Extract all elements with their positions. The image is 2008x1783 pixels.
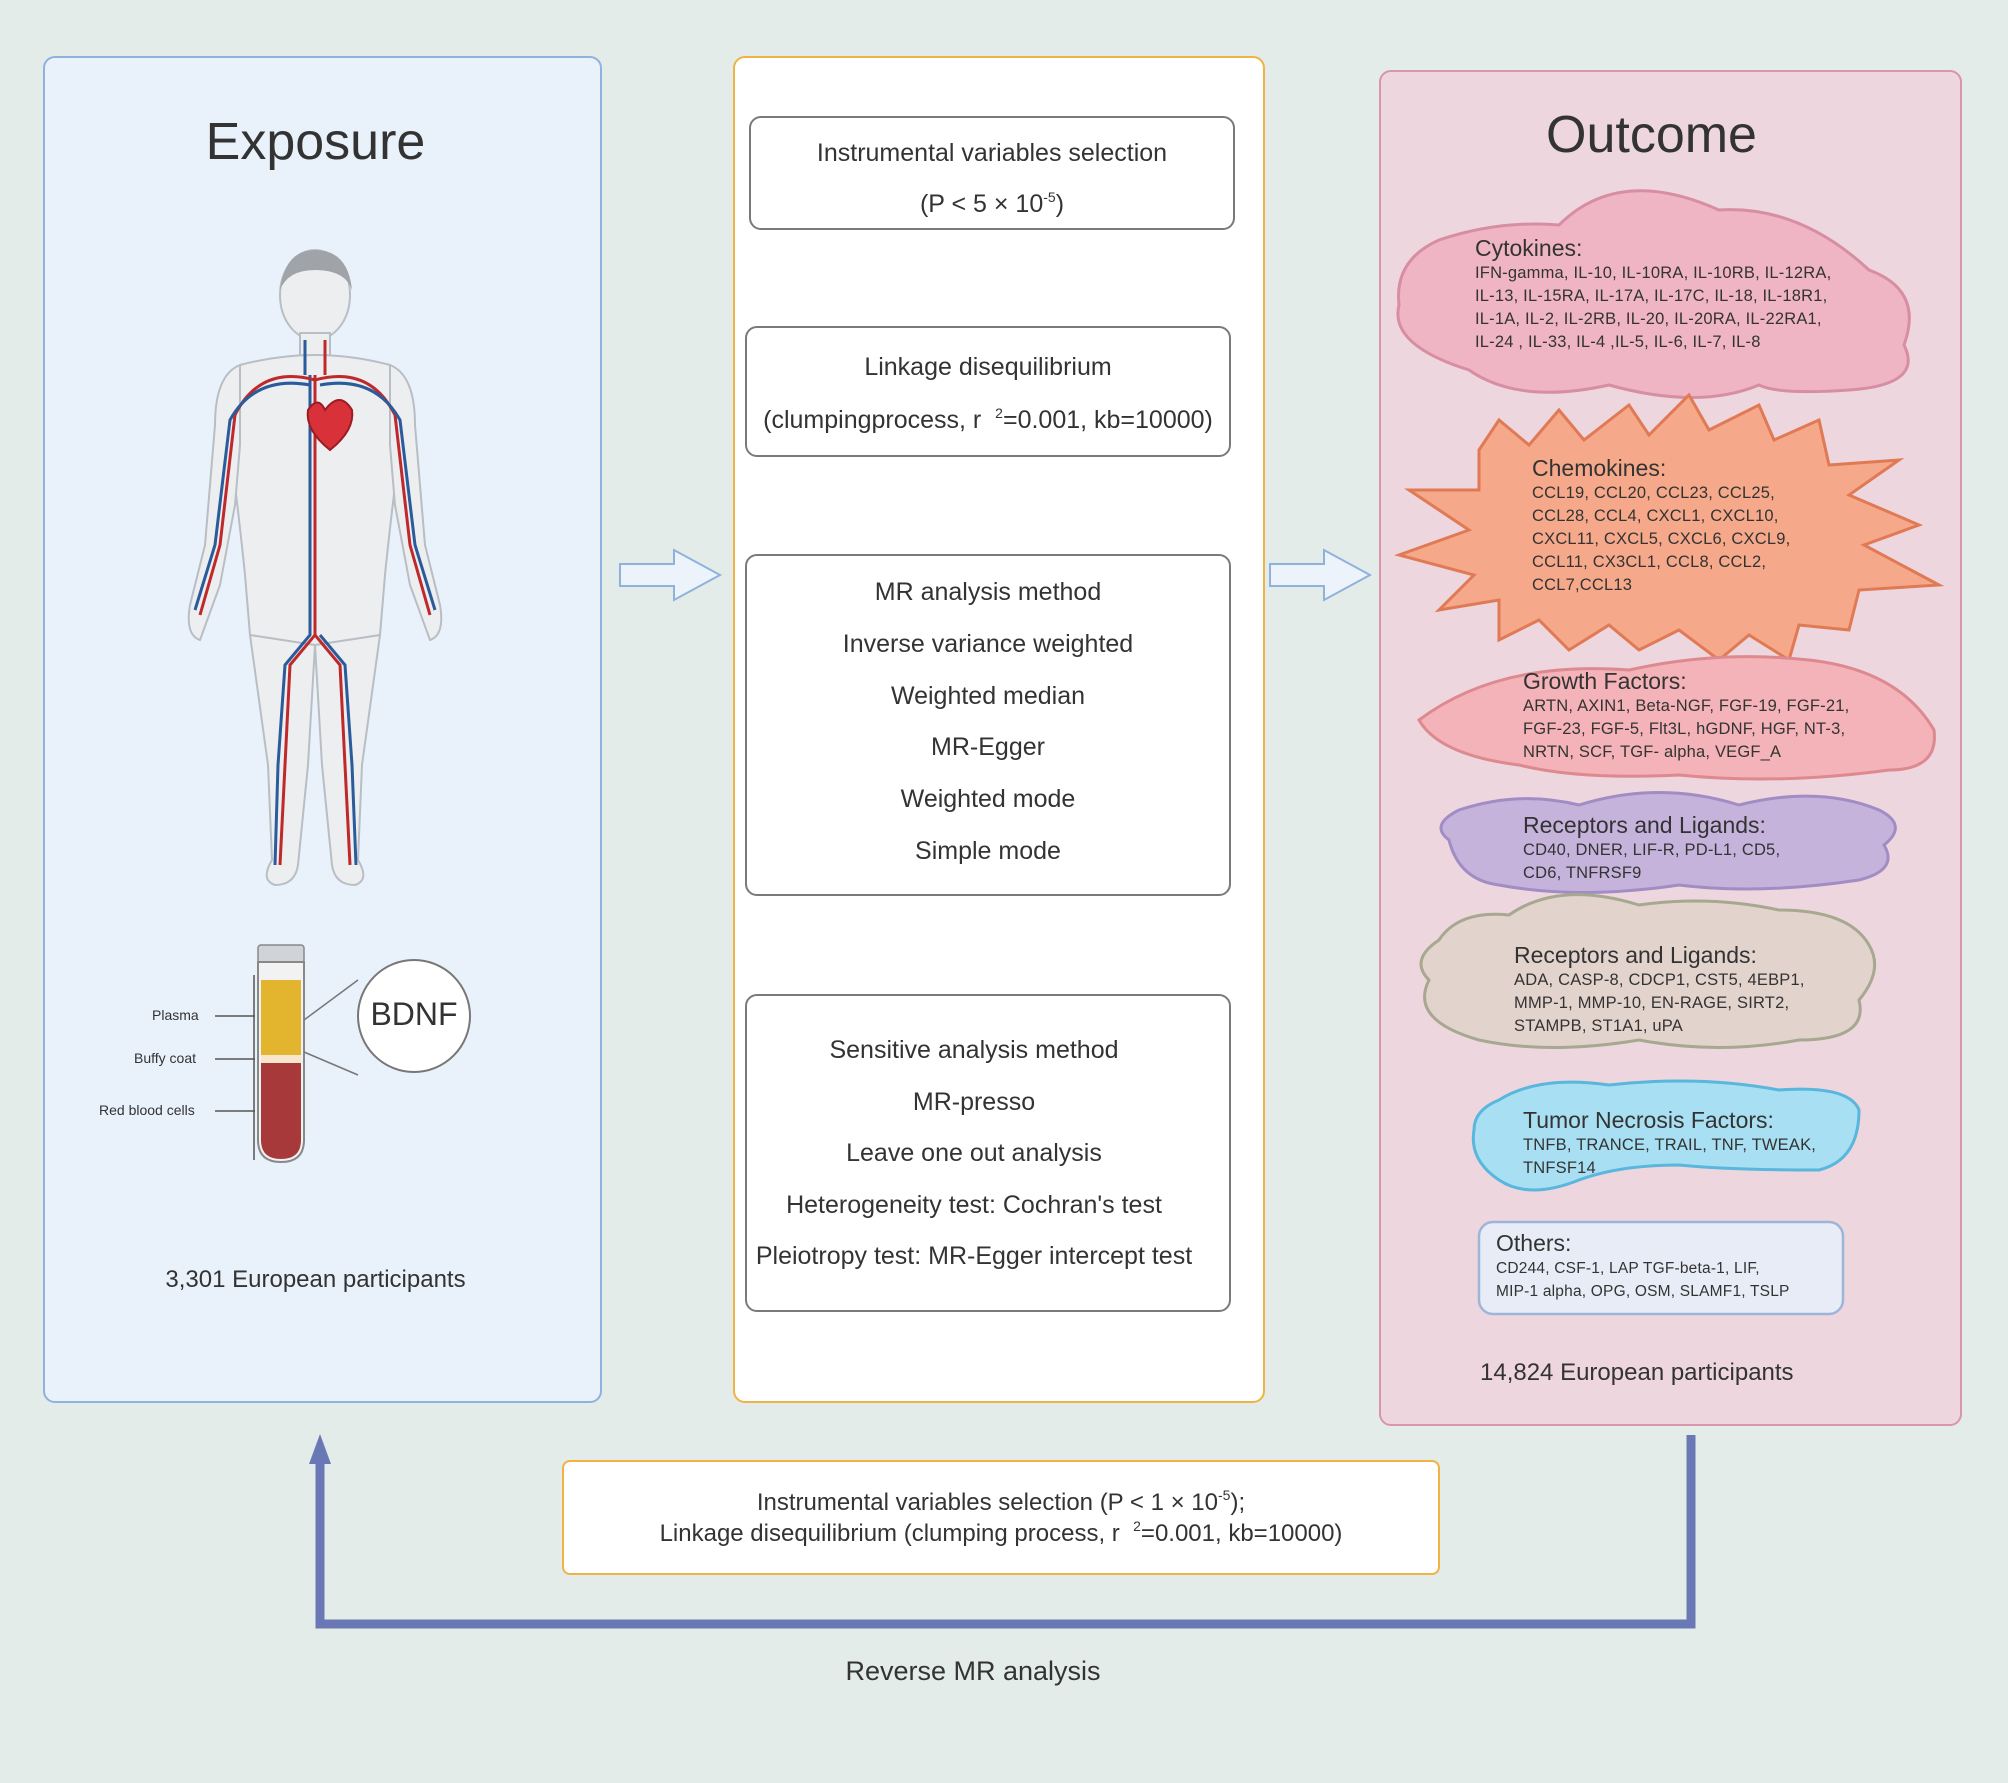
others-line: CD244, CSF-1, LAP TGF-beta-1, LIF,	[1496, 1260, 1760, 1277]
arrow-right-icon	[1269, 548, 1373, 602]
mr-method-item: Weighted median	[890, 682, 1086, 710]
tube-label-buffy-coat: Buffy coat	[134, 1050, 197, 1066]
ld-title: Linkage disequilibrium	[864, 353, 1112, 381]
tnf-group: Tumor Necrosis Factors: TNFB, TRANCE, TR…	[1523, 1107, 1816, 1180]
receptors-ligands-2-group: Receptors and Ligands: ADA, CASP-8, CDCP…	[1514, 942, 1805, 1038]
receptors-ligands-blob-2	[1419, 893, 1877, 1049]
sensitivity-item: Pleiotropy test: MR-Egger intercept test	[755, 1242, 1193, 1270]
others-heading: Others:	[1496, 1230, 1572, 1256]
cytokines-blob	[1396, 189, 1911, 399]
chemokines-blob	[1393, 392, 1945, 663]
tube-label-plasma: Plasma	[152, 1007, 199, 1023]
tube-label-red-blood-cells: Red blood cells	[99, 1102, 195, 1118]
tnf-line: TNFB, TRANCE, TRAIL, TNF, TWEAK,	[1523, 1136, 1817, 1154]
exposure-participants: 3,301 European participants	[165, 1266, 466, 1293]
receptors-ligands-2-line: STAMPB, ST1A1, uPA	[1514, 1017, 1683, 1035]
linkage-disequilibrium-box: Linkage disequilibrium (clumpingprocess,…	[745, 326, 1231, 457]
mr-method-item: MR-Egger	[931, 733, 1045, 761]
reverse-iv-line: Instrumental variables selection (P < 1 …	[756, 1487, 1246, 1516]
receptors-ligands-group: Receptors and Ligands: CD40, DNER, LIF-R…	[1523, 812, 1780, 885]
receptors-ligands-2-line: ADA, CASP-8, CDCP1, CST5, 4EBP1,	[1514, 971, 1805, 989]
growth-factors-line: NRTN, SCF, TGF- alpha, VEGF_A	[1523, 743, 1782, 761]
sensitivity-analysis-box: Sensitive analysis method MR-presso Leav…	[745, 994, 1231, 1312]
mr-method-item: Inverse variance weighted	[842, 630, 1134, 658]
sensitivity-title: Sensitive analysis method	[829, 1036, 1119, 1064]
iv-selection-title: Instrumental variables selection	[816, 139, 1168, 167]
cytokines-line: IFN-gamma, IL-10, IL-10RA, IL-10RB, IL-1…	[1475, 264, 1832, 282]
chemokines-line: CXCL11, CXCL5, CXCL6, CXCL9,	[1532, 530, 1791, 548]
chemokines-line: CCL7,CCL13	[1532, 576, 1633, 594]
receptors-ligands-2-heading: Receptors and Ligands:	[1514, 942, 1757, 968]
cytokines-group: Cytokines: IFN-gamma, IL-10, IL-10RA, IL…	[1475, 235, 1831, 354]
chemokines-line: CCL28, CCL4, CXCL1, CXCL10,	[1532, 507, 1779, 525]
mr-analysis-title: MR analysis method	[874, 578, 1102, 606]
mr-analysis-box: MR analysis method Inverse variance weig…	[745, 554, 1231, 896]
blood-tube-illustration	[215, 944, 471, 1164]
receptors-ligands-blob	[1439, 791, 1897, 894]
chemokines-line: CCL11, CX3CL1, CCL8, CCL2,	[1532, 553, 1767, 571]
arrow-right-icon	[619, 548, 723, 602]
chemokines-group: Chemokines: CCL19, CCL20, CCL23, CCL25, …	[1532, 455, 1790, 597]
outcome-participants: 14,824 European participants	[1480, 1359, 1794, 1386]
tnf-line: TNFSF14	[1523, 1159, 1596, 1177]
sensitivity-item: Heterogeneity test: Cochran's test	[786, 1191, 1162, 1219]
iv-selection-threshold: (P < 5 × 10-5)	[919, 189, 1065, 218]
mr-method-item: Simple mode	[915, 837, 1061, 865]
receptors-ligands-line: CD40, DNER, LIF-R, PD-L1, CD5,	[1523, 841, 1781, 859]
others-group: Others: CD244, CSF-1, LAP TGF-beta-1, LI…	[1496, 1230, 1790, 1303]
receptors-ligands-heading: Receptors and Ligands:	[1523, 812, 1766, 838]
growth-factors-heading: Growth Factors:	[1523, 668, 1687, 694]
ld-parameters: (clumpingprocess, r 2=0.001, kb=10000)	[763, 405, 1213, 434]
outcome-title: Outcome	[1546, 106, 1757, 164]
others-box	[1477, 1220, 1845, 1316]
cytokines-line: IL-24 , IL-33, IL-4 ,IL-5, IL-6, IL-7, I…	[1475, 333, 1761, 351]
others-line: MIP-1 alpha, OPG, OSM, SLAMF1, TSLP	[1496, 1283, 1790, 1300]
reverse-ld-line: Linkage disequilibrium (clumping process…	[659, 1518, 1343, 1547]
cytokines-line: IL-13, IL-15RA, IL-17A, IL-17C, IL-18, I…	[1475, 287, 1828, 305]
reverse-mr-box: Instrumental variables selection (P < 1 …	[562, 1460, 1440, 1575]
growth-factors-line: FGF-23, FGF-5, Flt3L, hGDNF, HGF, NT-3,	[1523, 720, 1846, 738]
exposure-title: Exposure	[205, 113, 426, 171]
chemokines-line: CCL19, CCL20, CCL23, CCL25,	[1532, 484, 1775, 502]
reverse-mr-arrow	[309, 1434, 1696, 1629]
chemokines-heading: Chemokines:	[1532, 455, 1667, 481]
cytokines-heading: Cytokines:	[1475, 235, 1583, 261]
growth-factors-line: ARTN, AXIN1, Beta-NGF, FGF-19, FGF-21,	[1523, 697, 1850, 715]
sensitivity-item: Leave one out analysis	[846, 1139, 1102, 1167]
growth-factors-group: Growth Factors: ARTN, AXIN1, Beta-NGF, F…	[1523, 668, 1849, 764]
sensitivity-item: MR-presso	[912, 1088, 1036, 1116]
growth-factors-blob	[1417, 655, 1936, 781]
human-body-illustration	[187, 249, 443, 887]
biomarker-label: BDNF	[370, 996, 458, 1032]
iv-selection-box: Instrumental variables selection (P < 5 …	[749, 116, 1235, 230]
tnf-heading: Tumor Necrosis Factors:	[1523, 1107, 1774, 1133]
receptors-ligands-line: CD6, TNFRSF9	[1523, 864, 1642, 882]
reverse-mr-label: Reverse MR analysis	[845, 1656, 1101, 1686]
tnf-blob	[1471, 1079, 1861, 1192]
mr-method-item: Weighted mode	[900, 785, 1076, 813]
receptors-ligands-2-line: MMP-1, MMP-10, EN-RAGE, SIRT2,	[1514, 994, 1790, 1012]
cytokines-line: IL-1A, IL-2, IL-2RB, IL-20, IL-20RA, IL-…	[1475, 310, 1822, 328]
outcome-blobs	[1393, 189, 1945, 1316]
